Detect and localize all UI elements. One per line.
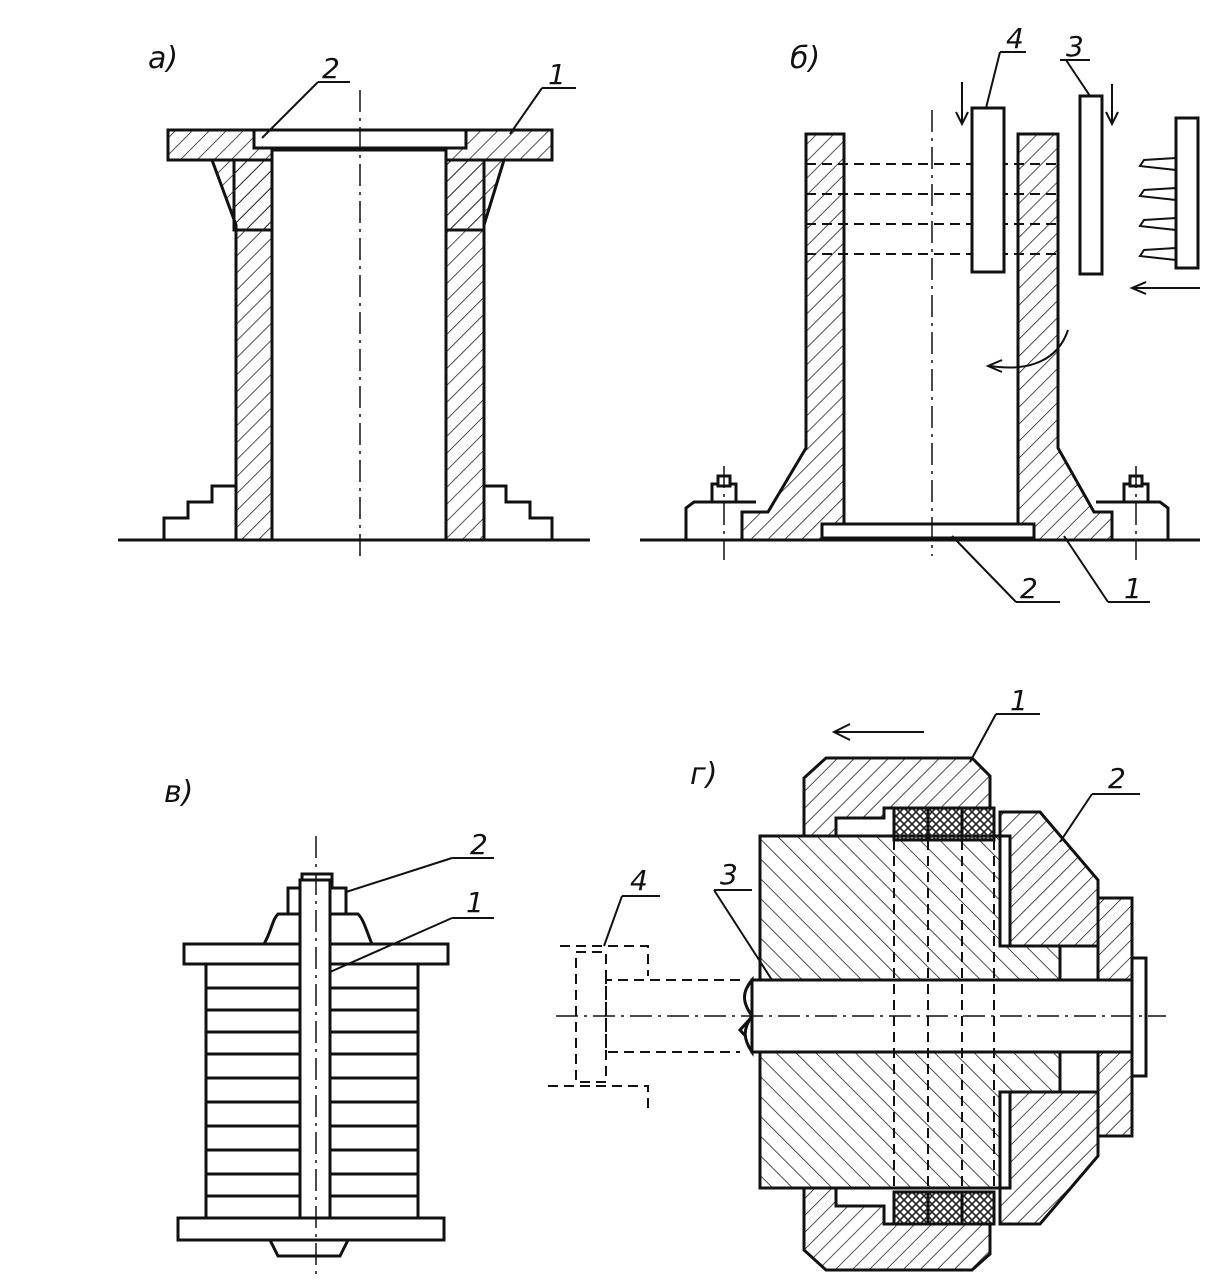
figure-b: б) [640,22,1200,605]
figure-a-right-wall [444,158,507,542]
figure-v-callout-1: 1 [466,886,484,919]
figure-b-callout-4: 4 [1006,22,1024,55]
figure-a-label: а) [148,41,178,76]
figure-a-leader-2 [261,81,319,139]
figure-a-left-steps [162,484,236,540]
figure-v: в) 2 1 [164,775,494,1276]
figure-b-callout-1: 1 [1124,572,1142,605]
figure-v-rod [298,878,332,1244]
figure-g-callout-3: 3 [720,858,738,891]
figure-a-callout-2: 2 [322,52,340,85]
figure-a-leader-1 [509,87,543,135]
figure-g-top-inserts [892,806,996,842]
figure-b-tool-3 [1078,94,1104,276]
figure-g-bottom-inserts [892,1190,996,1226]
figure-v-callout-2: 2 [470,828,488,861]
figure-b-callout-3: 3 [1066,30,1084,63]
figure-a: а) 2 1 [118,41,590,556]
figure-g: г) 1 [548,684,1166,1272]
figure-b-bottom-insert [820,522,1036,540]
figure-b-tool-4 [970,106,1006,274]
figure-v-bottom-plate [176,1216,446,1242]
figure-a-right-steps [484,484,554,540]
figure-g-label: г) [690,757,717,792]
figure-g-callout-4: 4 [630,864,648,897]
figure-a-callout-1: 1 [548,58,566,91]
figure-b-callout-2: 2 [1020,572,1038,605]
figure-b-label: б) [790,41,820,76]
figure-g-cover [998,810,1100,948]
figure-g-tool-extension [548,945,740,1112]
figure-g-top-ring [802,756,992,838]
figure-g-callout-1: 1 [1010,684,1028,717]
figure-v-label: в) [164,775,193,810]
figure-g-callout-2: 2 [1108,762,1126,795]
figure-b-toothed-tool [1174,116,1200,270]
figure-a-left-wall [209,158,274,542]
